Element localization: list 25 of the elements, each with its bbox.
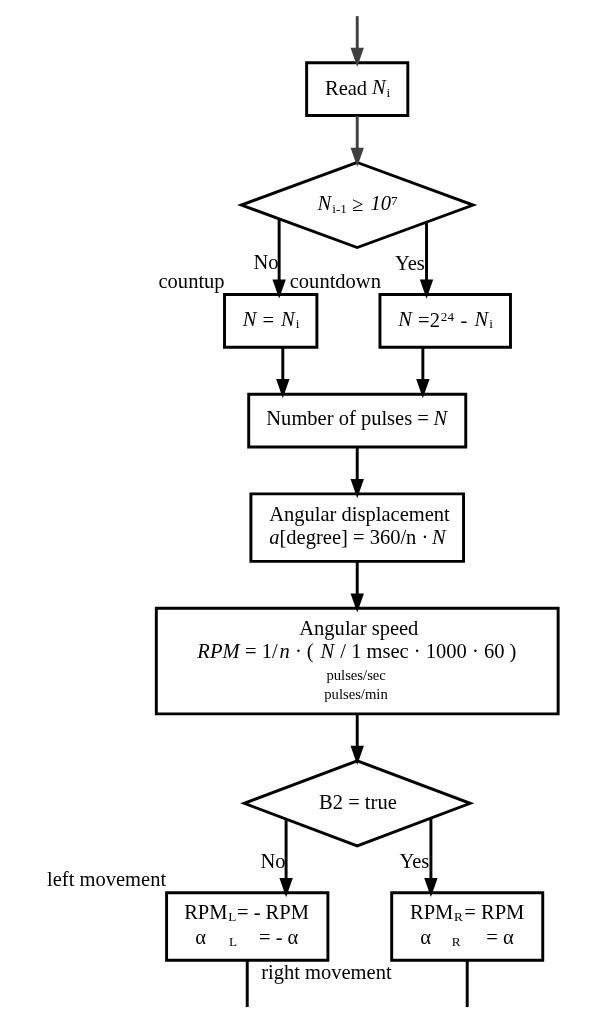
node-label: right movement [261, 960, 392, 983]
node-box: Angular displacement a[degree] = 360/n · N [249, 492, 465, 563]
arrow [350, 562, 364, 613]
arrow [350, 714, 364, 765]
arrow [419, 222, 434, 299]
node-box: Angular speed RPM = 1/n · ( N / 1 msec · 1000 · 60 ) pulses/sec pulses/min [154, 606, 560, 716]
arrow [276, 347, 290, 399]
edge-label: Yes [394, 252, 425, 275]
arrow [272, 219, 286, 299]
node-label: left movement [47, 868, 167, 891]
node-label: countup [158, 270, 225, 293]
connector [245, 960, 249, 1008]
connector [465, 960, 469, 1008]
edge-label: Yes [399, 849, 430, 872]
arrow [416, 347, 430, 399]
arrow [350, 16, 364, 67]
arrow [279, 819, 293, 898]
node-diamond: B2 = true [240, 759, 475, 848]
node-label: countdown [289, 270, 381, 293]
node-box: Number of pulses = N [247, 392, 468, 449]
edge-label: No [253, 250, 279, 273]
arrow [350, 447, 364, 499]
arrow [350, 116, 364, 167]
edge-label: No [260, 850, 286, 873]
arrow [424, 818, 438, 898]
